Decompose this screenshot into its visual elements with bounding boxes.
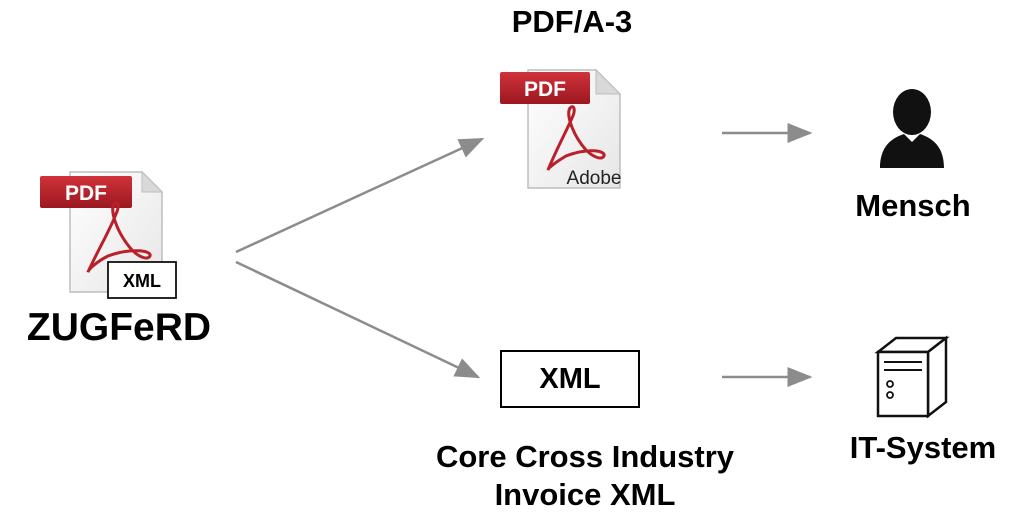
xml-caption-line2: Invoice XML (494, 477, 676, 512)
server-icon (874, 335, 950, 419)
arrow-to-xml (235, 260, 481, 379)
xml-caption-line1: Core Cross Industry (435, 439, 734, 474)
pdf-with-xml-icon: PDF XML (40, 170, 177, 299)
arrow-to-pdfa (235, 137, 485, 254)
human-label: Mensch (855, 188, 971, 223)
source-xml-badge: XML (123, 271, 161, 291)
person-icon (880, 89, 944, 168)
xml-box: XML (500, 350, 640, 408)
adobe-label: Adobe (567, 168, 622, 189)
pdfa-pdf-badge: PDF (524, 78, 566, 101)
xml-caption: Core Cross Industry Invoice XML (400, 438, 770, 514)
xml-box-label: XML (539, 363, 601, 395)
source-label: ZUGFeRD (26, 306, 212, 349)
system-label: IT-System (849, 430, 997, 465)
source-pdf-badge: PDF (65, 182, 107, 205)
pdfa-title: PDF/A-3 (511, 4, 633, 39)
adobe-pdf-icon: PDF Adobe (500, 68, 622, 189)
